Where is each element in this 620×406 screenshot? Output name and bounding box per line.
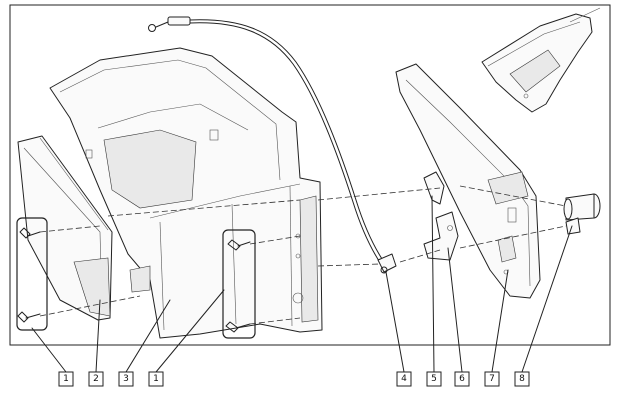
callout-5: 5 (426, 371, 442, 387)
latch-clip (423, 171, 445, 205)
svg-text:1: 1 (63, 374, 69, 384)
storage-bin (49, 47, 323, 339)
svg-text:6: 6 (459, 374, 465, 384)
side-panel-right (395, 63, 541, 299)
callout-6: 6 (454, 371, 470, 387)
screw-group-left (16, 217, 48, 331)
callout-1a: 1 (58, 371, 74, 387)
svg-text:5: 5 (431, 374, 437, 384)
callout-1b: 1 (148, 371, 164, 387)
svg-text:4: 4 (401, 374, 407, 384)
side-panel-left (17, 135, 113, 321)
callout-8: 8 (514, 371, 530, 387)
svg-text:8: 8 (519, 374, 525, 384)
latch-bracket (423, 211, 459, 261)
screw-group-right (222, 229, 256, 339)
svg-text:2: 2 (93, 374, 99, 384)
inset-view (481, 7, 601, 113)
screw-icon (227, 239, 251, 251)
leader-lines (31, 195, 573, 373)
callout-7: 7 (484, 371, 500, 387)
callout-2: 2 (88, 371, 104, 387)
svg-text:7: 7 (489, 374, 495, 384)
lock-cylinder (563, 193, 601, 235)
svg-text:3: 3 (123, 374, 129, 384)
alignment-lines (39, 185, 567, 325)
drawing-border (9, 4, 611, 346)
screw-icon (17, 311, 41, 323)
screw-icon (225, 321, 251, 333)
callout-4: 4 (396, 371, 412, 387)
screw-icon (19, 227, 41, 239)
cable-assembly (148, 16, 397, 274)
svg-text:1: 1 (153, 374, 159, 384)
callout-3: 3 (118, 371, 134, 387)
